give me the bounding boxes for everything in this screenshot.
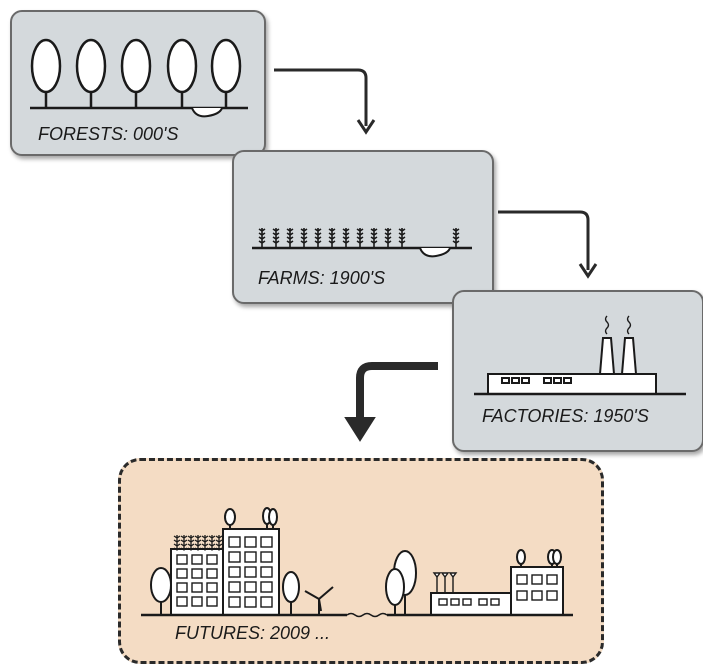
forests-panel: FORESTS: 000'S — [10, 10, 266, 156]
smokestack-icon — [620, 337, 638, 375]
factories-panel: FACTORIES: 1950'S — [452, 290, 703, 452]
tree-icon — [224, 508, 236, 526]
smokestack-icon — [598, 337, 616, 375]
tree-icon — [516, 549, 526, 565]
farms-label: FARMS: 1900'S — [258, 268, 386, 288]
arrow-farms-to-factories — [498, 210, 598, 279]
tree-icon — [150, 567, 172, 603]
factory-illustration — [474, 315, 686, 396]
smoke-icon — [604, 315, 632, 335]
tree-icon — [552, 549, 562, 565]
tree-icon — [210, 38, 242, 94]
tree-icon — [268, 508, 278, 526]
pond-icon — [191, 107, 223, 118]
water-icon — [346, 612, 388, 618]
arrow-forests-to-farms — [274, 68, 376, 135]
tree-icon — [75, 38, 107, 94]
forests-label: FORESTS: 000'S — [38, 124, 179, 144]
tree-icon — [166, 38, 198, 94]
arrow-factories-to-futures — [344, 362, 438, 442]
future-city-illustration — [141, 507, 573, 618]
futures-panel: FUTURES: 2009 ... — [118, 458, 604, 664]
pond-icon — [419, 247, 451, 258]
wind-turbine-icon — [304, 586, 334, 615]
factories-label: FACTORIES: 1950'S — [482, 406, 649, 426]
futures-label: FUTURES: 2009 ... — [175, 623, 331, 643]
rooftop-garden-icon — [173, 535, 223, 551]
farm-illustration — [252, 228, 472, 258]
tree-icon — [385, 568, 405, 606]
tree-icon — [30, 38, 62, 94]
crop-row-icon — [258, 228, 460, 248]
forest-illustration — [30, 38, 248, 118]
tree-icon — [282, 571, 300, 603]
tree-icon — [120, 38, 152, 94]
farms-panel: FARMS: 1900'S — [232, 150, 494, 304]
energy-mast-icon — [432, 572, 458, 593]
